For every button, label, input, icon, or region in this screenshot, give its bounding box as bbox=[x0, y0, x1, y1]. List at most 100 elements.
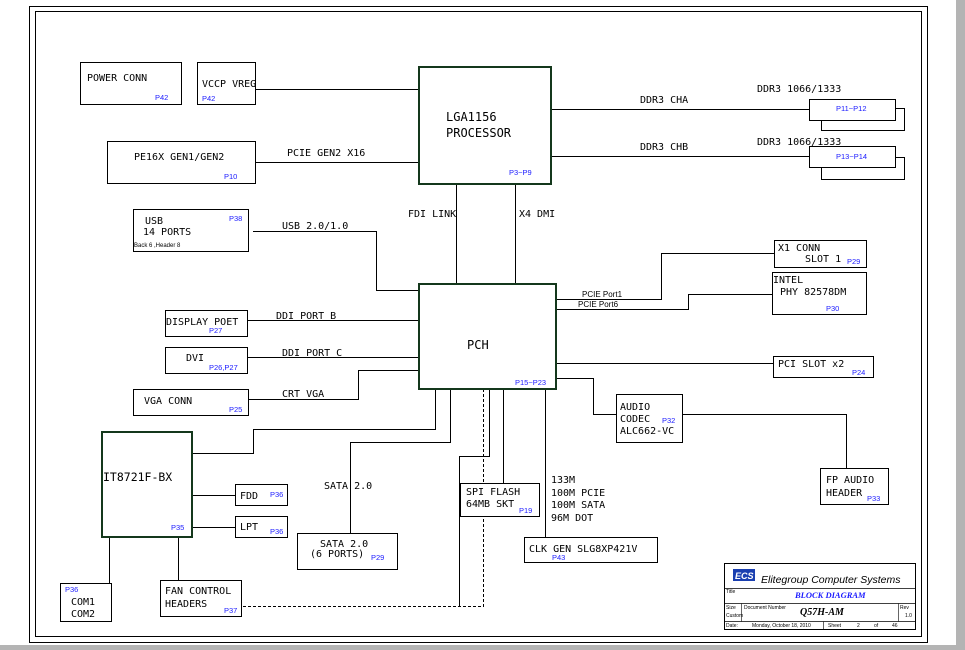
sata-ports-block: SATA 2.0 (6 PORTS) P29 bbox=[297, 533, 398, 570]
wire-sata bbox=[350, 389, 451, 533]
signal-ddr3-chb: DDR3 CHB bbox=[640, 142, 688, 153]
wire-pcie-port1 bbox=[556, 253, 774, 300]
dvi-page: P26,P27 bbox=[209, 363, 238, 372]
signal-ddi-c: DDI PORT C bbox=[282, 348, 342, 359]
lpt-page: P36 bbox=[270, 527, 283, 536]
com1-label: COM1 bbox=[71, 597, 95, 608]
vga-conn-block: VGA CONN P25 bbox=[133, 389, 249, 416]
x1-conn-label: X1 CONN bbox=[778, 243, 820, 254]
pci-slot-page: P24 bbox=[852, 368, 865, 377]
date-value: Monday, October 18, 2010 bbox=[752, 623, 811, 629]
fan-headers-label: HEADERS bbox=[165, 599, 207, 610]
signal-pcie-port1: PCIE Port1 bbox=[582, 290, 623, 299]
wire-usb bbox=[253, 231, 419, 291]
ddr3-chb-page: P13~P14 bbox=[836, 152, 867, 161]
ddr3-chb-dimm: P13~P14 bbox=[809, 146, 905, 180]
x1-conn-block: X1 CONN SLOT 1 P29 bbox=[774, 240, 867, 268]
it8721-label: IT8721F-BX bbox=[103, 470, 172, 484]
vccp-vreg-block: VCCP VREG P42 bbox=[197, 62, 256, 105]
signal-clk-100m-sata: 100M SATA bbox=[551, 500, 605, 511]
ddr3-cha-page: P11~P12 bbox=[836, 104, 867, 113]
company-name: Elitegroup Computer Systems bbox=[761, 574, 901, 586]
doc-title: BLOCK DIAGRAM bbox=[794, 590, 866, 600]
spi-flash-size: 64MB SKT bbox=[466, 499, 514, 510]
signal-pcie-gen2-x16: PCIE GEN2 X16 bbox=[287, 148, 365, 159]
display-port-label: DISPLAY POET bbox=[166, 317, 238, 328]
rev-value: 1.0 bbox=[905, 613, 912, 619]
signal-clk-133m: 133M bbox=[551, 475, 575, 486]
com-page: P36 bbox=[65, 585, 78, 594]
power-conn-label: POWER CONN bbox=[87, 73, 147, 84]
size-label: Size bbox=[726, 605, 736, 611]
fdd-block: FDD P36 bbox=[235, 484, 288, 506]
display-port-page: P27 bbox=[209, 326, 222, 335]
signal-labels: PCIE GEN2 X16 USB 2.0/1.0 DDI PORT B DDI… bbox=[276, 84, 841, 524]
signal-sata: SATA 2.0 bbox=[324, 481, 372, 492]
wire-crt-vga bbox=[248, 370, 419, 400]
x1-conn-page: P29 bbox=[847, 257, 860, 266]
pch-block: PCH P15~P23 bbox=[418, 283, 557, 390]
doc-number-label: Document Number bbox=[744, 605, 786, 611]
connection-wires bbox=[109, 89, 847, 607]
com2-label: COM2 bbox=[71, 609, 95, 620]
usb-ports-label: 14 PORTS bbox=[143, 227, 191, 238]
spi-flash-label: SPI FLASH bbox=[466, 487, 520, 498]
wire-fp-audio bbox=[682, 414, 847, 468]
signal-ddr3-speed-b: DDR3 1066/1333 bbox=[757, 137, 841, 148]
fp-audio-page: P33 bbox=[867, 494, 880, 503]
lpt-label: LPT bbox=[240, 522, 258, 533]
dvi-label: DVI bbox=[186, 353, 204, 364]
display-port-block: DISPLAY POET P27 bbox=[165, 310, 248, 337]
vccp-vreg-page: P42 bbox=[202, 94, 215, 103]
signal-pcie-port6: PCIE Port6 bbox=[578, 300, 619, 309]
usb-page: P38 bbox=[229, 214, 242, 223]
codec-label: CODEC bbox=[620, 414, 650, 425]
clk-gen-label: CLK GEN SLG8XP421V bbox=[529, 544, 637, 555]
signal-ddr3-speed-a: DDR3 1066/1333 bbox=[757, 84, 841, 95]
dvi-block: DVI P26,P27 bbox=[165, 347, 248, 374]
vga-conn-page: P25 bbox=[229, 405, 242, 414]
viewer-margin-right bbox=[956, 0, 965, 650]
pci-slot-block: PCI SLOT x2 P24 bbox=[773, 356, 874, 378]
power-conn-block: POWER CONN P42 bbox=[80, 62, 182, 105]
it8721-block: IT8721F-BX P35 bbox=[101, 431, 193, 538]
signal-crt-vga: CRT VGA bbox=[282, 389, 324, 400]
audio-codec-page: P32 bbox=[662, 416, 675, 425]
total-sheets: 46 bbox=[892, 623, 898, 629]
sheet-label: Sheet bbox=[828, 623, 842, 629]
pe16x-block: PE16X GEN1/GEN2 P10 bbox=[107, 141, 256, 184]
fdd-label: FDD bbox=[240, 491, 258, 502]
sheet-value: 2 bbox=[857, 623, 860, 629]
spi-flash-block: SPI FLASH 64MB SKT P19 bbox=[460, 483, 540, 517]
fdd-page: P36 bbox=[270, 490, 283, 499]
audio-label: AUDIO bbox=[620, 402, 650, 413]
wire-pcie-port6 bbox=[556, 294, 772, 310]
inner-frame bbox=[35, 11, 922, 637]
fp-audio-label: FP AUDIO bbox=[826, 475, 874, 486]
signal-ddi-b: DDI PORT B bbox=[276, 311, 336, 322]
lpt-block: LPT P36 bbox=[235, 516, 288, 538]
com-block: P36 COM1 COM2 bbox=[60, 583, 112, 622]
intel-phy-page: P30 bbox=[826, 304, 839, 313]
sata-ports-label: SATA 2.0 bbox=[320, 539, 368, 550]
fan-control-block: FAN CONTROL HEADERS P37 bbox=[160, 580, 242, 617]
signal-clk-96m-dot: 96M DOT bbox=[551, 513, 593, 524]
ddr3-cha-dimm: P11~P12 bbox=[809, 99, 905, 131]
signal-ddr3-cha: DDR3 CHA bbox=[640, 95, 688, 106]
pch-label: PCH bbox=[467, 338, 489, 352]
outer-frame bbox=[29, 6, 928, 643]
wire-lpc bbox=[192, 389, 436, 454]
processor-label: PROCESSOR bbox=[446, 126, 512, 140]
model-name: Q57H-AM bbox=[800, 607, 845, 618]
wire-smbus bbox=[459, 389, 490, 606]
usb-block: USB 14 PORTS Back 6 ,Header 8 P38 bbox=[133, 209, 249, 252]
power-conn-page: P42 bbox=[155, 93, 168, 102]
pch-page: P15~P23 bbox=[515, 378, 546, 387]
fp-audio-block: FP AUDIO HEADER P33 bbox=[820, 468, 889, 505]
usb-label: USB bbox=[145, 216, 163, 227]
audio-codec-block: AUDIO CODEC ALC662-VC P32 bbox=[616, 394, 683, 443]
sata-ports-page: P29 bbox=[371, 553, 384, 562]
audio-codec-model: ALC662-VC bbox=[620, 426, 674, 437]
